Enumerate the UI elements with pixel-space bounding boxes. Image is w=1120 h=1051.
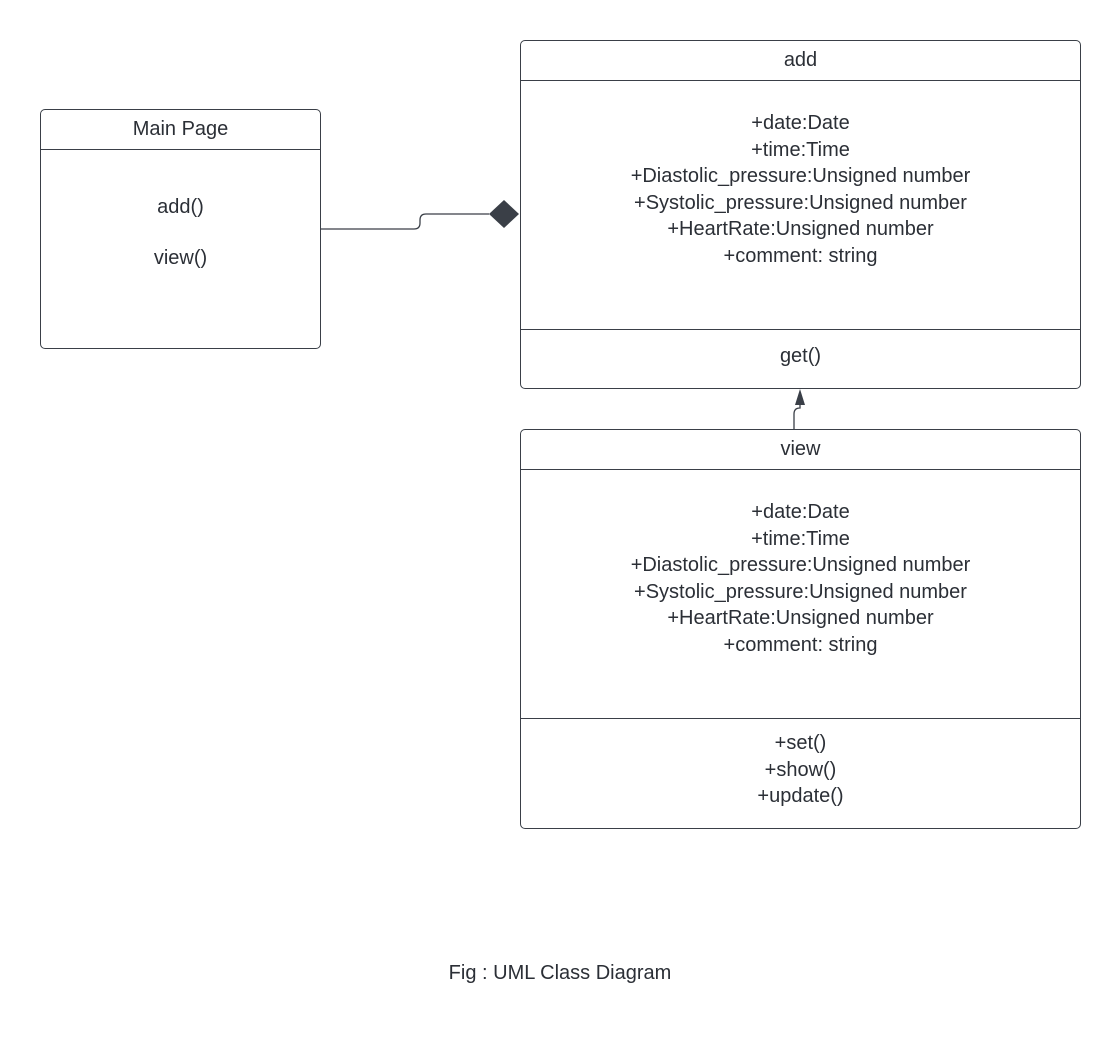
- operation: get(): [779, 345, 822, 367]
- attribute: +HeartRate:Unsigned number: [667, 607, 934, 630]
- operations-compartment: +set() +show() +update(): [521, 730, 1080, 810]
- operation: +show(): [764, 758, 837, 781]
- attribute: +comment: string: [723, 633, 878, 656]
- operation: +update(): [757, 785, 844, 808]
- attribute: +HeartRate:Unsigned number: [667, 218, 934, 241]
- class-name: view: [521, 430, 1080, 470]
- operation: +set(): [774, 732, 827, 754]
- attribute: +Systolic_pressure:Unsigned number: [634, 191, 967, 214]
- attributes-compartment: +date:Date +time:Time +Diastolic_pressur…: [521, 110, 1080, 270]
- operations-compartment: add() view(): [41, 182, 320, 284]
- attribute: +Diastolic_pressure:Unsigned number: [630, 165, 971, 188]
- attribute: +comment: string: [723, 244, 878, 267]
- class-main-page[interactable]: Main Page add() view(): [40, 109, 321, 349]
- attribute: +Systolic_pressure:Unsigned number: [634, 580, 967, 603]
- attributes-compartment: +date:Date +time:Time +Diastolic_pressur…: [521, 499, 1080, 659]
- class-add[interactable]: add +date:Date +time:Time +Diastolic_pre…: [520, 40, 1081, 389]
- attribute: +Diastolic_pressure:Unsigned number: [630, 554, 971, 577]
- class-view[interactable]: view +date:Date +time:Time +Diastolic_pr…: [520, 429, 1081, 829]
- class-name: add: [521, 41, 1080, 81]
- attribute: +date:Date: [751, 501, 850, 523]
- figure-caption: Fig : UML Class Diagram: [448, 962, 672, 984]
- compartment-divider: [521, 329, 1080, 330]
- attribute: +date:Date: [751, 112, 850, 134]
- operation: add(): [157, 196, 204, 218]
- attribute: +time:Time: [751, 138, 850, 161]
- operations-compartment: get(): [521, 343, 1080, 370]
- association-arrowhead-icon: [795, 389, 805, 405]
- association-connector: [793, 405, 801, 429]
- composition-diamond-icon: [489, 200, 519, 228]
- operation: view(): [153, 247, 208, 269]
- class-name: Main Page: [41, 110, 320, 150]
- attribute: +time:Time: [751, 527, 850, 550]
- compartment-divider: [521, 718, 1080, 719]
- composition-connector: [321, 213, 489, 230]
